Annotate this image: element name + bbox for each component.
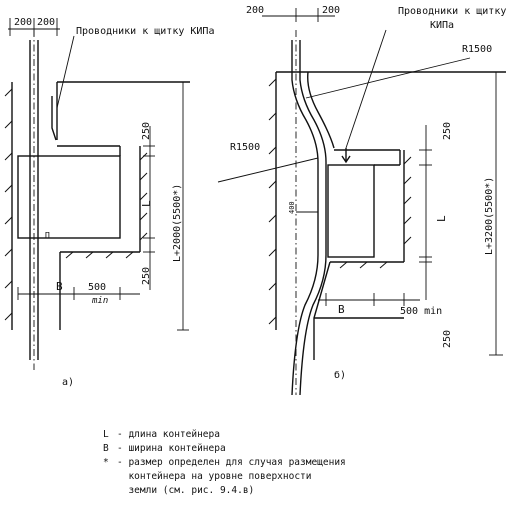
a-caption: а) bbox=[62, 377, 74, 388]
b-dim-500min: 500 min bbox=[400, 306, 442, 317]
b-container bbox=[327, 164, 375, 258]
b-pipe-right bbox=[299, 40, 327, 396]
b-radius-top: R1500 bbox=[462, 44, 492, 55]
b-dim-250-top: 250 bbox=[442, 122, 453, 140]
b-label-conductors-line2: КИПа bbox=[430, 20, 454, 31]
a-dim-200-left: 200 bbox=[14, 17, 32, 28]
a-dim-500: 500 bbox=[88, 282, 106, 293]
b-leader bbox=[345, 29, 387, 149]
a-pipe-mark: П bbox=[45, 231, 50, 240]
b-dim-B: B bbox=[338, 303, 345, 316]
legend: L - длина контейнера B - ширина контейнера… bbox=[103, 428, 443, 498]
legend-text: - размер определен для случая размещения bbox=[117, 457, 346, 468]
a-dim-min: min bbox=[91, 296, 108, 306]
legend-symbol: * bbox=[103, 457, 109, 468]
b-dim-L: L bbox=[435, 215, 448, 222]
diagram-a: 200 200 bbox=[4, 17, 214, 388]
a-leader bbox=[56, 35, 75, 109]
b-hatch-right bbox=[403, 156, 412, 245]
diagram-b: 200 200 bbox=[217, 5, 506, 396]
legend-symbol: B bbox=[103, 443, 109, 454]
b-caption: б) bbox=[334, 369, 346, 381]
legend-row-star-cont-1: контейнера на уровне поверхности bbox=[103, 470, 443, 484]
b-hatch-left bbox=[268, 72, 277, 330]
a-container bbox=[17, 155, 121, 239]
a-dim-200-right: 200 bbox=[37, 17, 55, 28]
a-dim-250-top: 250 bbox=[141, 122, 152, 140]
b-conductor-arrow bbox=[341, 148, 351, 164]
a-conductor-bend bbox=[51, 96, 57, 141]
a-dim-B: B bbox=[56, 280, 63, 293]
legend-row-B: B - ширина контейнера bbox=[103, 442, 443, 456]
a-hatch-left bbox=[4, 88, 13, 321]
b-dim-250-bottom: 250 bbox=[442, 330, 453, 348]
b-pit-slope-upper bbox=[307, 71, 335, 149]
legend-symbol: L bbox=[103, 429, 109, 440]
b-radius-left-leader bbox=[217, 157, 319, 183]
b-radius-left: R1500 bbox=[230, 142, 260, 153]
b-dim-height: L+3200(5500*) bbox=[484, 177, 495, 255]
b-dim-400: 400 bbox=[288, 201, 296, 214]
b-label-conductors-line1: Проводники к щитку bbox=[398, 6, 506, 17]
legend-text: земли (см. рис. 9.4.в) bbox=[128, 485, 255, 496]
a-dim-250-bottom: 250 bbox=[141, 267, 152, 285]
b-pit-slope-lower bbox=[313, 261, 331, 360]
legend-row-L: L - длина контейнера bbox=[103, 428, 443, 442]
a-hatch-right bbox=[139, 152, 148, 241]
a-label-conductors: Проводники к щитку КИПа bbox=[76, 26, 214, 37]
b-pipe-left bbox=[291, 40, 319, 396]
legend-row-star: * - размер определен для случая размещени… bbox=[103, 456, 443, 470]
legend-row-star-cont-2: земли (см. рис. 9.4.в) bbox=[103, 484, 443, 498]
b-radius-top-leader bbox=[305, 57, 471, 99]
legend-text: - длина контейнера bbox=[117, 429, 220, 440]
a-dim-height: L+2000(5500*) bbox=[172, 184, 183, 262]
legend-text: - ширина контейнера bbox=[117, 443, 226, 454]
b-hatch-lower bbox=[339, 261, 388, 269]
a-dim-L: L bbox=[140, 200, 153, 207]
b-dim-200-left: 200 bbox=[246, 5, 264, 16]
a-hatch-lower bbox=[65, 251, 134, 259]
legend-text: контейнера на уровне поверхности bbox=[128, 471, 312, 482]
b-dim-200-right: 200 bbox=[322, 5, 340, 16]
